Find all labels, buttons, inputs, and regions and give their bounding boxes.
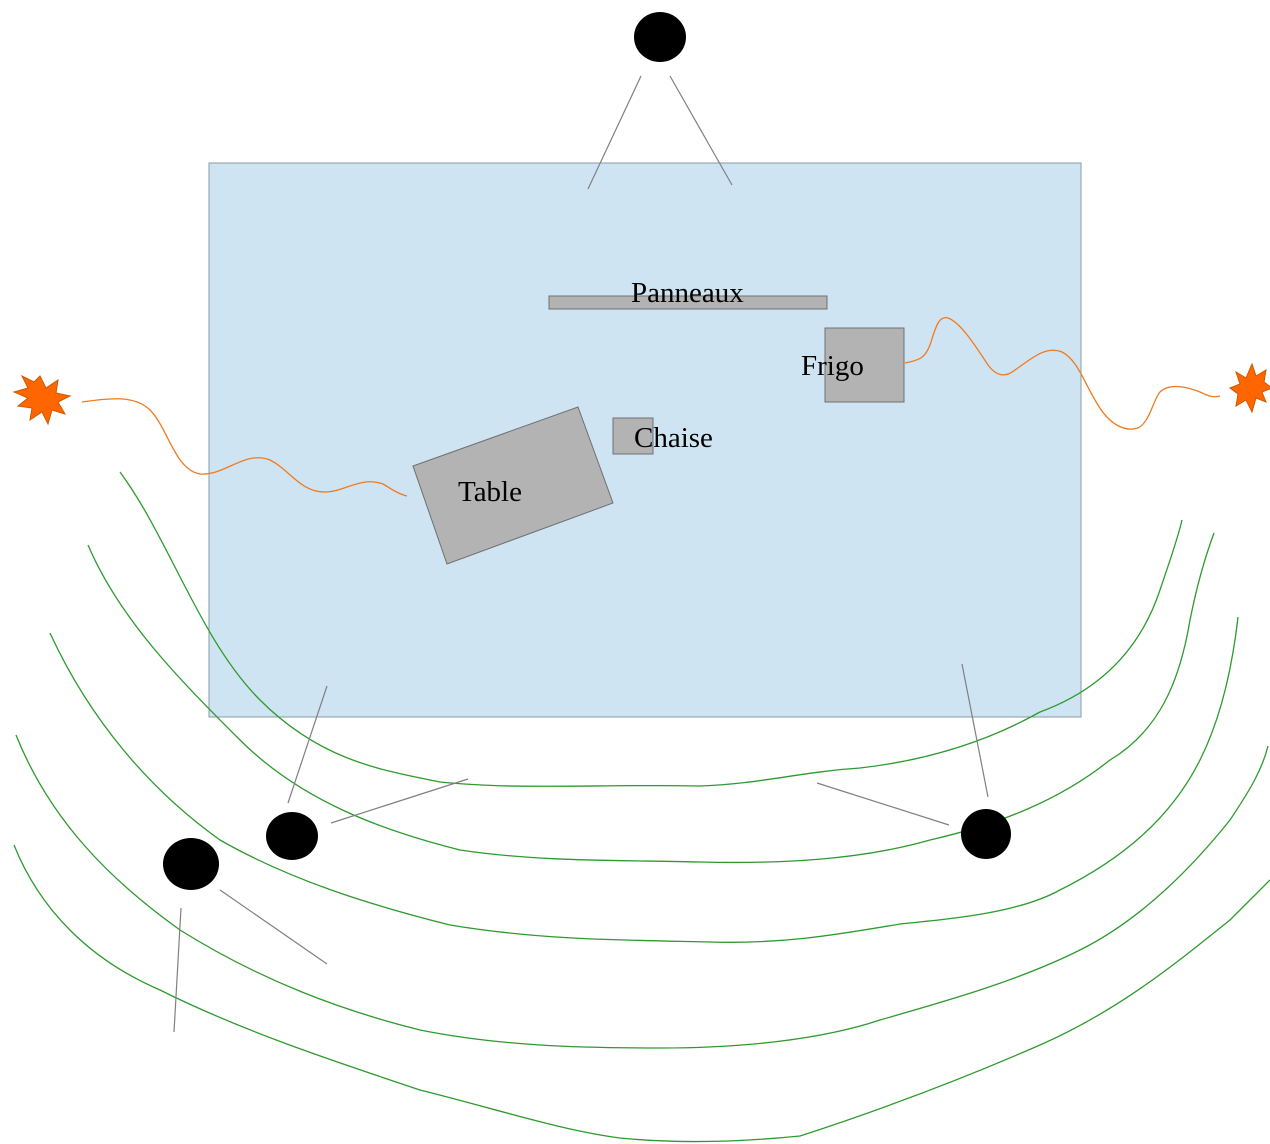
orange-wire-left — [81, 398, 408, 497]
sight-camA-right — [330, 778, 469, 824]
sight-camB-left — [816, 782, 950, 826]
label-frigo: Frigo — [801, 350, 864, 382]
wave-arc-1 — [119, 471, 1183, 787]
camera-dot-icon-top — [634, 12, 686, 62]
camera-dot-icon-bottom-right — [961, 809, 1011, 859]
wave-arc-5 — [13, 844, 1270, 1143]
label-table: Table — [458, 476, 522, 508]
explosion-icon-left — [12, 374, 72, 426]
label-panneaux: Panneaux — [631, 277, 744, 309]
wave-arc-3 — [49, 616, 1239, 943]
sight-camC-down — [173, 907, 182, 1033]
explosion-icon-right — [1228, 362, 1270, 414]
sight-camA-up — [287, 685, 328, 804]
wave-arc-2 — [87, 532, 1215, 864]
sight-camC-right — [219, 889, 328, 965]
table-shape — [412, 406, 614, 565]
chaise-shape — [612, 417, 654, 455]
orange-wire-right — [904, 317, 1221, 430]
sight-top-left — [587, 75, 642, 190]
sight-top-right — [669, 75, 733, 186]
frigo-shape — [824, 327, 905, 403]
camera-dot-icon-far-left — [163, 838, 219, 890]
panneaux-shape — [548, 295, 828, 310]
label-chaise: Chaise — [634, 422, 713, 454]
camera-dot-icon-bottom-left — [266, 812, 318, 860]
sight-lines — [173, 75, 989, 1033]
wave-arcs — [13, 471, 1270, 1143]
sight-camB-up — [961, 663, 989, 798]
